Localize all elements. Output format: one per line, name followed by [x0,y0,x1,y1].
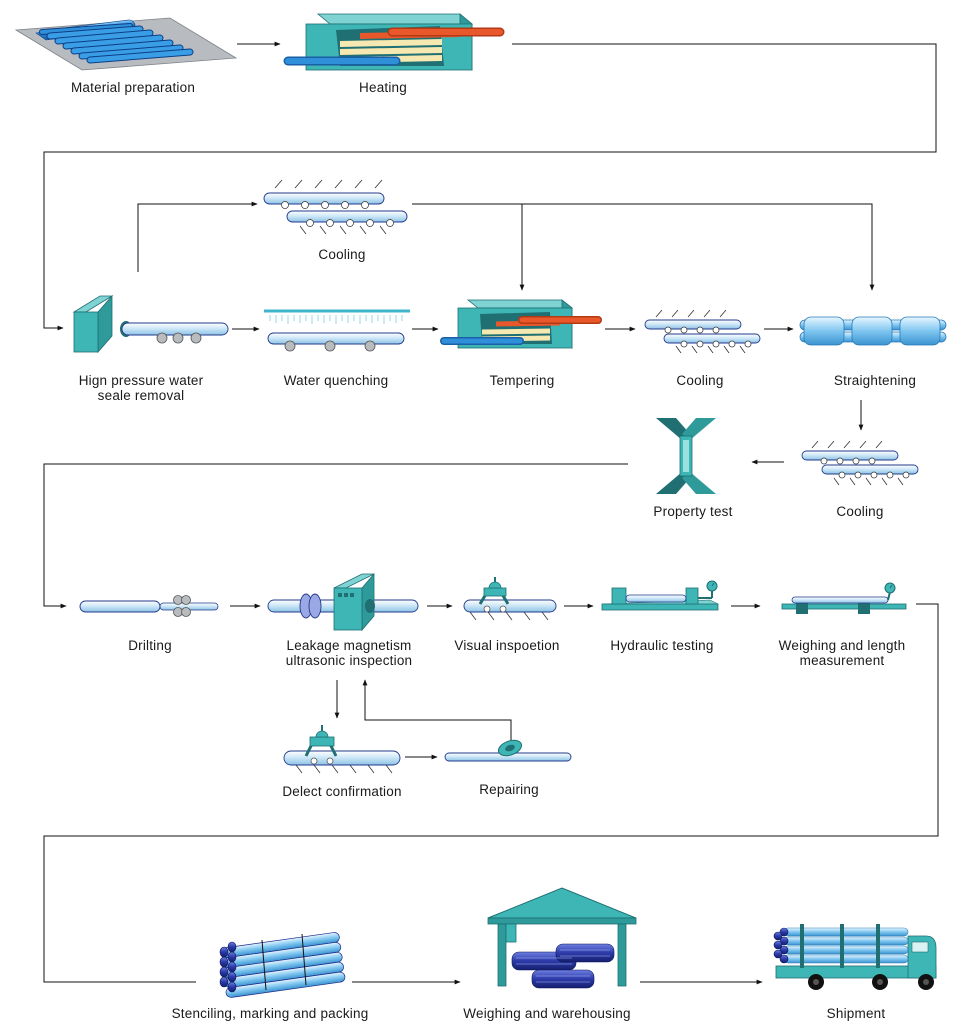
drilling-icon [79,595,219,617]
defect-confirmation-icon [283,725,401,774]
visual-inspection-icon [463,577,557,621]
label-leakage-line1: Leakage magnetism [286,638,412,653]
label-repairing: Repairing [479,782,539,797]
label-warehousing: Weighing and warehousing [463,1006,631,1021]
cooling-top-icon [263,179,408,235]
label-weighing-length-line2: measurement [799,653,885,668]
label-cooling-top: Cooling [318,247,366,262]
label-weighing-length-line1: Weighing and length [778,638,906,653]
label-straightening: Straightening [833,373,917,388]
label-visual-inspection: Visual inspoetion [454,638,560,653]
label-material-preparation: Material preparation [70,80,196,95]
weighing-length-measurement-icon [781,582,907,614]
label-heating: Heating [359,80,407,95]
label-water-quenching: Water quenching [283,373,389,388]
straightening-icon [799,316,947,346]
repairing-icon [444,739,572,762]
label-stenciling: Stenciling, marking and packing [171,1006,369,1021]
label-leakage-line2: ultrasonic inspection [285,653,413,668]
label-defect-confirmation: Delect confirmation [282,784,402,799]
material-preparation-icon [14,17,238,71]
heating-furnace-icon [283,13,505,71]
label-tempering: Tempering [489,373,555,388]
water-quenching-icon [264,309,410,352]
property-test-icon [656,418,716,494]
label-property-test: Property test [653,504,733,519]
tempering-furnace-icon [440,299,602,349]
warehousing-icon [487,887,637,989]
flow-arrows [43,41,939,985]
label-cooling-mid: Cooling [676,373,724,388]
hydraulic-testing-icon [601,580,719,611]
label-drilling: Drilting [128,638,172,653]
label-hp-water-line2: seale removal [97,388,185,403]
label-hp-water-line1: Hign pressure water [78,373,204,388]
label-shipment: Shipment [826,1006,886,1021]
cooling-mid-icon [644,309,761,354]
leakage-ultrasonic-inspection-icon [267,572,419,632]
high-pressure-descaling-icon [72,294,229,354]
cooling-right-icon [801,440,919,486]
shipment-truck-icon [773,924,937,990]
label-cooling-right: Cooling [836,504,884,519]
stenciling-packing-icon [219,932,346,998]
label-hydraulic-testing: Hydraulic testing [610,638,714,653]
